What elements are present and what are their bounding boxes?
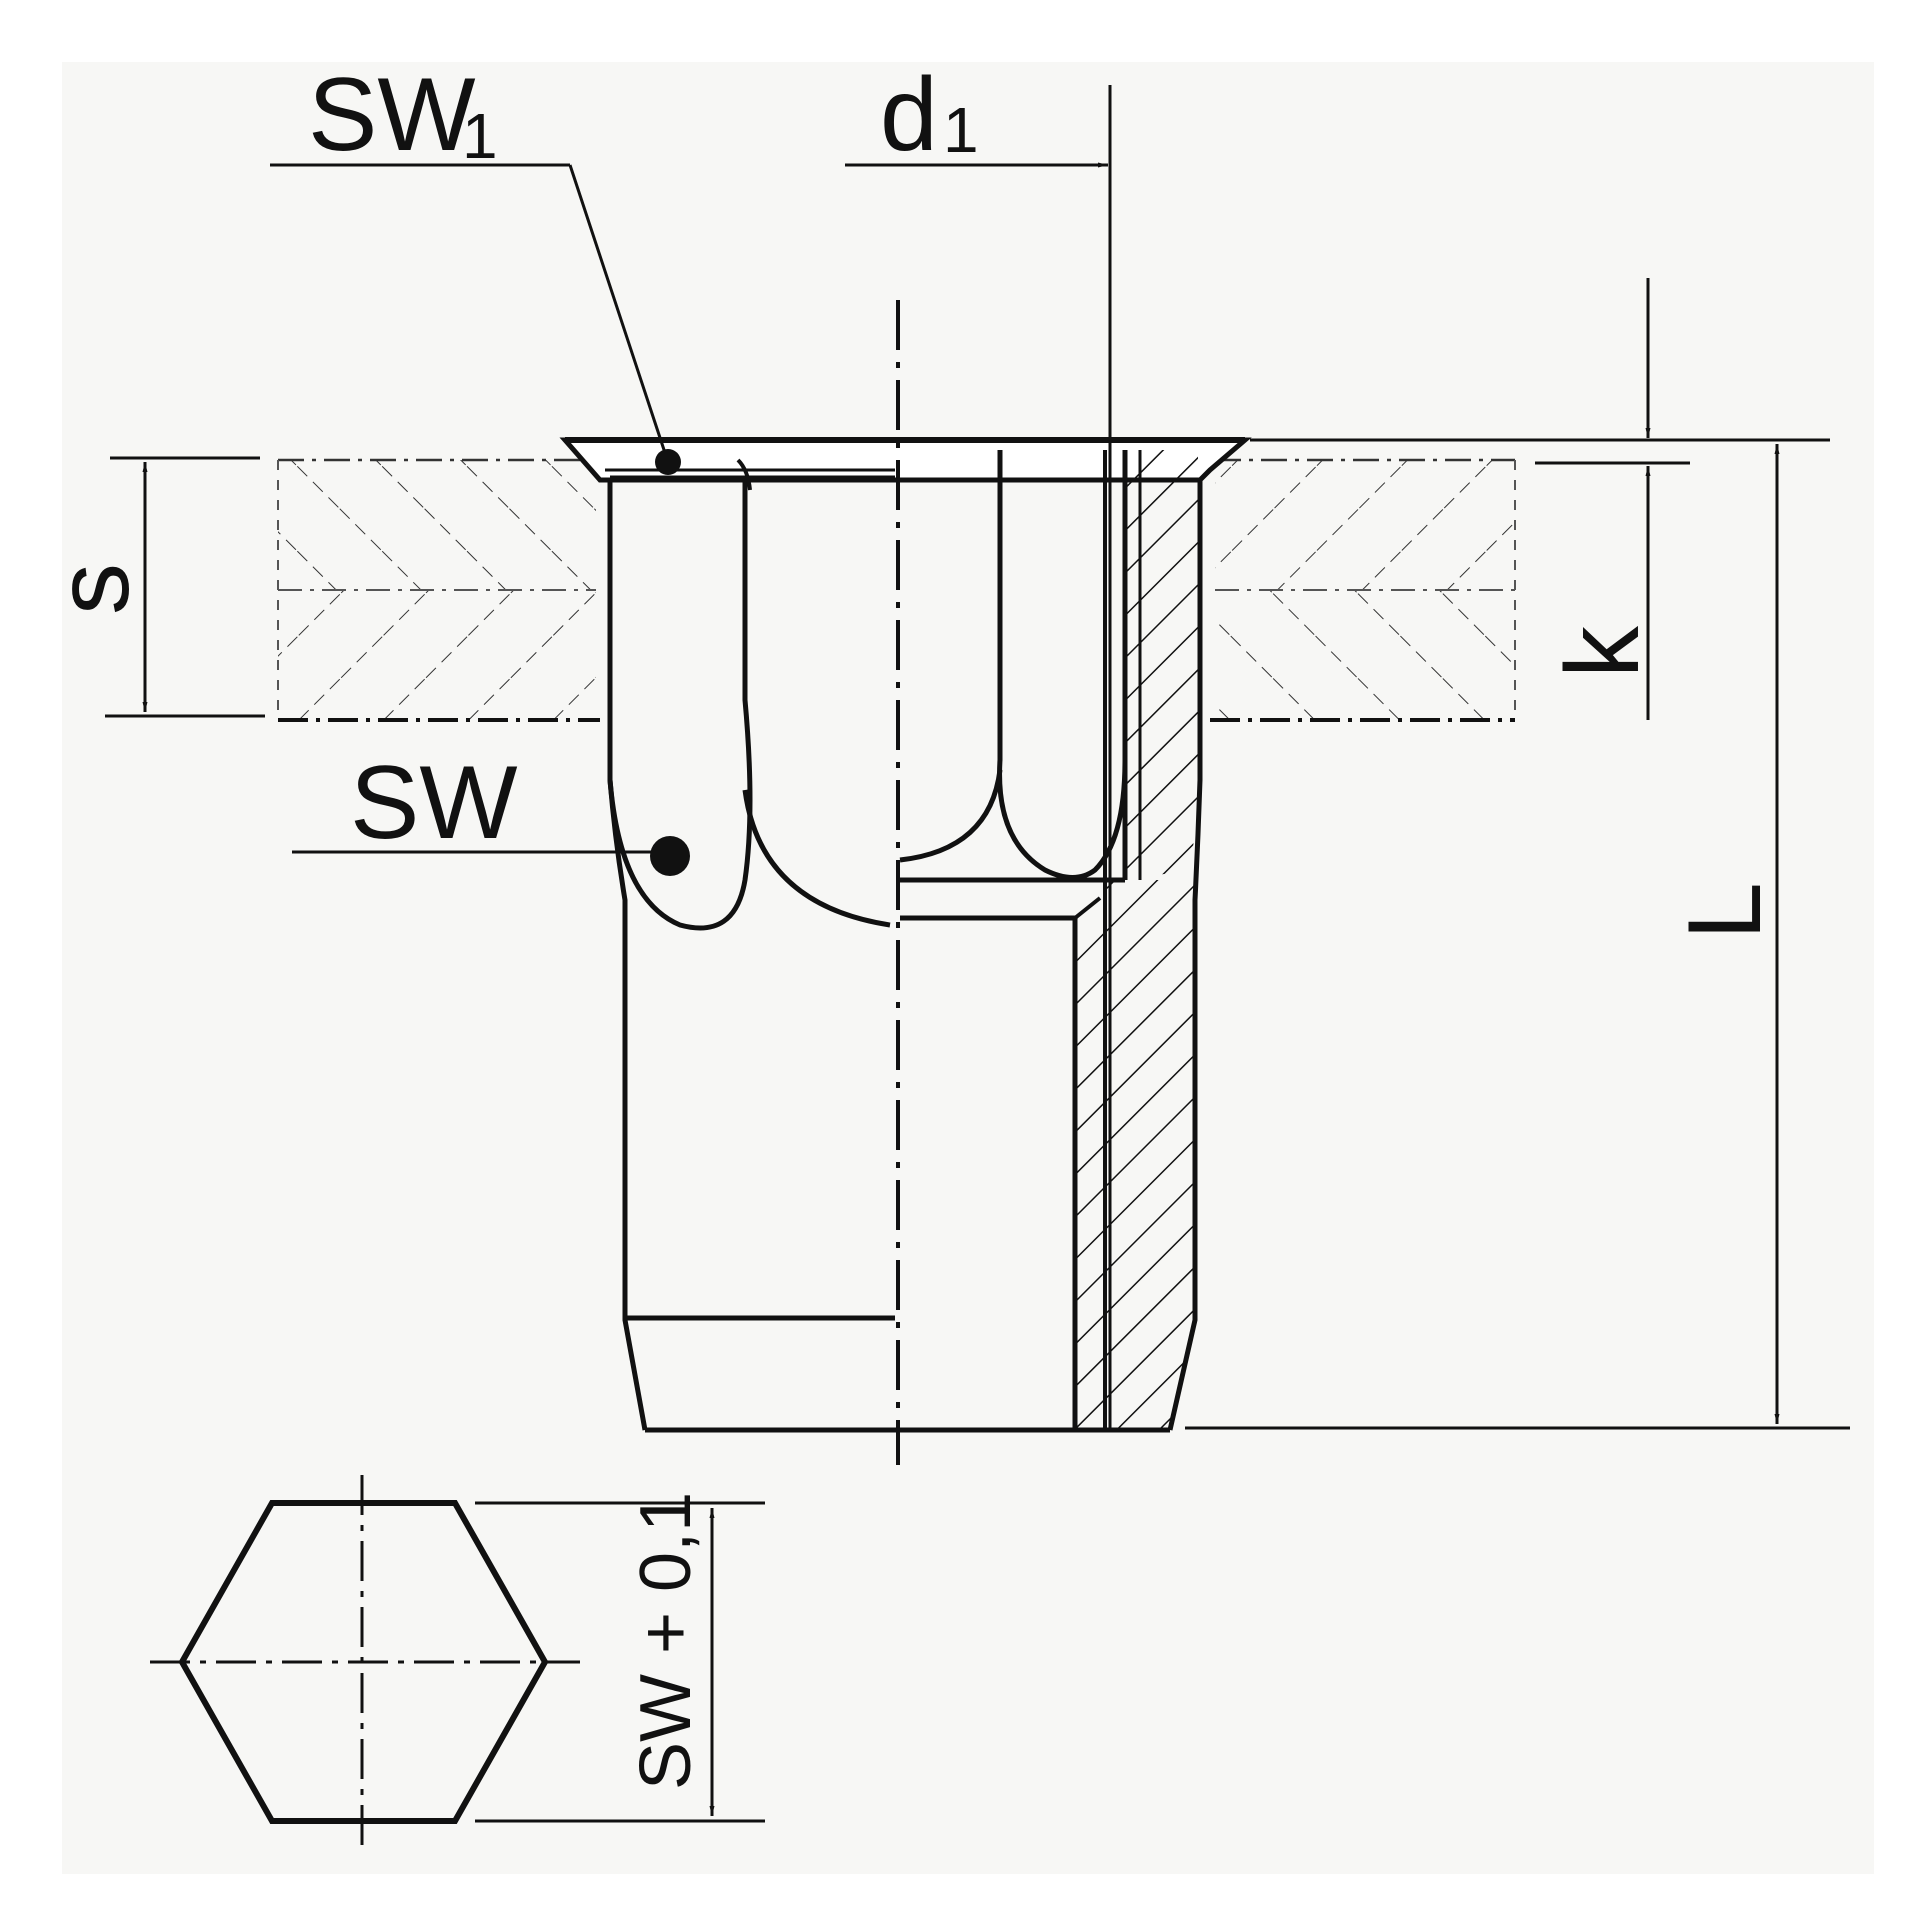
label-sw1: SW <box>308 57 476 173</box>
dimension-l: L <box>1185 444 1850 1430</box>
label-d1-sub: 1 <box>943 94 979 166</box>
sheet-material-left <box>277 458 600 722</box>
label-k: k <box>1545 625 1661 678</box>
rivet-nut-body <box>559 437 1252 1433</box>
hexagon-hole-view: SW + 0,1 <box>150 1475 765 1845</box>
dimension-d1: d 1 <box>845 57 1112 1430</box>
drawing-panel <box>62 62 1874 1874</box>
label-sw1-sub: 1 <box>462 100 498 172</box>
label-l: L <box>1667 882 1783 940</box>
label-hex-width: SW + 0,1 <box>626 1492 706 1790</box>
label-sw: SW <box>350 745 518 861</box>
label-s: s <box>35 563 151 615</box>
dimension-sw1: SW 1 <box>270 57 681 475</box>
dimension-k: k <box>1250 278 1830 720</box>
dimension-sw: SW <box>292 745 690 876</box>
dimension-s: s <box>35 456 265 718</box>
label-d1: d <box>880 57 938 173</box>
sheet-material-right <box>1210 458 1516 722</box>
